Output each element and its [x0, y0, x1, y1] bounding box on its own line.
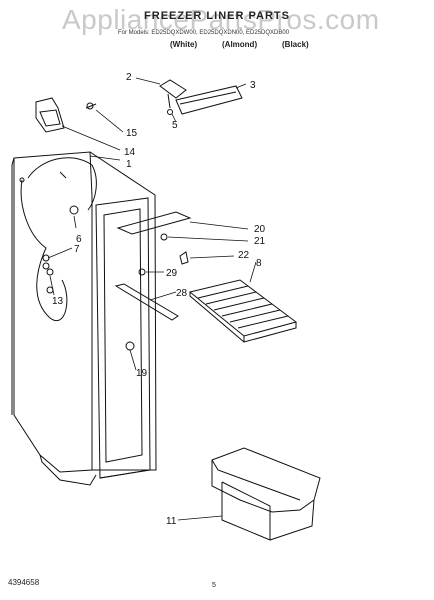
callout-22: 22 [238, 250, 250, 261]
callout-28: 28 [176, 288, 188, 299]
callout-8: 8 [256, 258, 262, 269]
page-number: 5 [212, 582, 216, 589]
color-black-label: (Black) [282, 40, 309, 49]
callout-19: 19 [136, 368, 148, 379]
part-28-rail [114, 283, 179, 321]
callout-29: 29 [166, 268, 178, 279]
part-11-bin [211, 447, 321, 541]
part-3-bar [175, 85, 243, 115]
doc-number: 4394658 [8, 578, 40, 587]
part-13-fastener [46, 268, 54, 276]
part-20-cover [116, 211, 192, 235]
watermark-text: AppliancePartsPros.com [62, 4, 380, 35]
models-subtitle: For Models: ED25DQXDW00, ED25DQXDN00, ED… [118, 30, 290, 36]
part-5-screw [167, 109, 173, 115]
color-almond-label: (Almond) [222, 40, 258, 49]
part-14-bracket [35, 97, 65, 133]
part-21-clip [160, 233, 168, 241]
callout-20: 20 [254, 224, 266, 235]
callout-14: 14 [124, 147, 136, 158]
callout-labels: 2 3 5 15 14 1 6 7 13 20 21 22 8 29 28 19… [52, 72, 266, 527]
callout-21: 21 [254, 236, 266, 247]
page-title: FREEZER LINER PARTS [144, 10, 290, 22]
part-8-shelf [188, 279, 298, 343]
callout-2: 2 [126, 72, 132, 83]
callout-6: 6 [76, 234, 82, 245]
callout-13: 13 [52, 296, 64, 307]
part-15-screw [85, 102, 97, 110]
callout-7: 7 [74, 244, 80, 255]
callout-11: 11 [166, 516, 177, 527]
part-19-fastener [125, 341, 135, 351]
part-29-screw [138, 268, 146, 276]
callout-15: 15 [126, 128, 138, 139]
callout-1: 1 [126, 159, 132, 170]
part-2-hinge [159, 79, 187, 109]
freezer-liner [11, 151, 157, 486]
color-white-label: (White) [170, 40, 198, 49]
leader-lines [47, 77, 257, 521]
callout-5: 5 [172, 120, 178, 131]
callout-3: 3 [250, 80, 256, 91]
part-6-fastener [69, 205, 79, 215]
part-22-clip [179, 251, 189, 265]
